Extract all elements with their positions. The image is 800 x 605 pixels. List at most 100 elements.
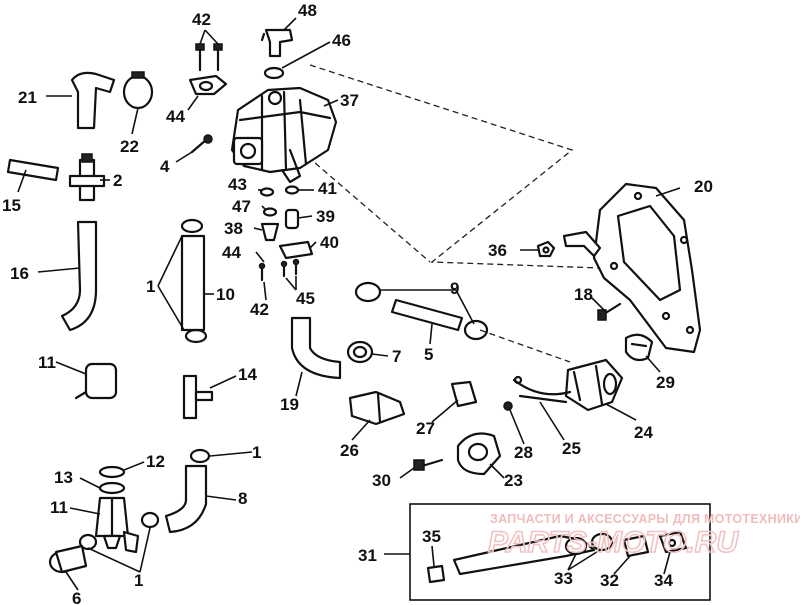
clamp-7 bbox=[346, 340, 374, 364]
jet-38 bbox=[260, 222, 280, 242]
callout-1-bottom: 1 bbox=[134, 571, 143, 590]
callout-36: 36 bbox=[488, 241, 507, 260]
callout-29: 29 bbox=[656, 373, 675, 392]
callout-43: 43 bbox=[228, 175, 247, 194]
gasket-40 bbox=[278, 240, 314, 260]
clamps-9 bbox=[354, 281, 489, 341]
callout-32: 32 bbox=[600, 571, 619, 590]
callout-2: 2 bbox=[113, 171, 122, 190]
callout-21: 21 bbox=[18, 88, 37, 107]
callout-1-mid: 1 bbox=[252, 443, 261, 462]
callout-26: 26 bbox=[340, 441, 359, 460]
wires-25 bbox=[512, 378, 572, 404]
callout-6: 6 bbox=[72, 589, 81, 605]
callout-16: 16 bbox=[10, 264, 29, 283]
callout-10: 10 bbox=[216, 285, 235, 304]
callout-47: 47 bbox=[232, 197, 251, 216]
callout-labels: 42 48 46 37 44 4 21 22 2 15 43 41 47 38 … bbox=[2, 1, 713, 605]
callout-38: 38 bbox=[224, 219, 243, 238]
callout-9: 9 bbox=[450, 279, 459, 298]
callout-42-mid: 42 bbox=[250, 300, 269, 319]
screw-18 bbox=[597, 302, 622, 321]
callout-30: 30 bbox=[372, 471, 391, 490]
inset-box-31 bbox=[409, 503, 711, 601]
gasket-top bbox=[188, 74, 228, 96]
hose-5 bbox=[390, 298, 464, 332]
clamps-1-bottom bbox=[78, 448, 211, 551]
connector-26 bbox=[348, 390, 406, 426]
ring-43 bbox=[259, 187, 275, 197]
hose-16 bbox=[60, 220, 98, 332]
carburetor-body bbox=[230, 86, 338, 184]
callout-23: 23 bbox=[504, 471, 523, 490]
hose-10 bbox=[180, 218, 208, 344]
gasket-plate-20 bbox=[592, 182, 702, 354]
callout-37: 37 bbox=[340, 91, 359, 110]
callout-39: 39 bbox=[316, 207, 335, 226]
watermark-text: ЗАПЧАСТИ И АКСЕССУАРЫ ДЛЯ МОТОТЕХНИКИ bbox=[490, 512, 800, 526]
hose-clamp-22 bbox=[122, 71, 154, 110]
fuel-filter-11 bbox=[74, 362, 118, 400]
elbow-hose-21 bbox=[70, 71, 116, 130]
assembly-dashed-lines bbox=[299, 64, 601, 363]
callout-19: 19 bbox=[280, 395, 299, 414]
cap-6 bbox=[48, 544, 88, 574]
callout-14: 14 bbox=[238, 365, 257, 384]
ring-41 bbox=[284, 185, 300, 195]
fuel-pump-24 bbox=[564, 358, 624, 412]
callout-20: 20 bbox=[694, 177, 713, 196]
elbow-fitting-bottom bbox=[122, 530, 140, 554]
hose-8 bbox=[164, 464, 208, 534]
hose-15 bbox=[6, 158, 60, 182]
o-ring-13 bbox=[98, 481, 126, 495]
inset-fitting-34 bbox=[658, 530, 688, 554]
callout-11-top: 11 bbox=[38, 353, 56, 372]
bracket bbox=[562, 230, 602, 258]
elbow-fitting bbox=[260, 28, 294, 58]
leader-lines bbox=[17, 17, 681, 591]
callout-24: 24 bbox=[634, 423, 653, 442]
callout-5: 5 bbox=[424, 345, 433, 364]
inset-fitting-32 bbox=[622, 534, 650, 558]
callout-33: 33 bbox=[554, 569, 573, 588]
callout-13: 13 bbox=[54, 468, 73, 487]
callout-41: 41 bbox=[318, 179, 337, 198]
tee-fitting-14 bbox=[182, 374, 214, 420]
hose-19 bbox=[290, 316, 342, 380]
terminal-28 bbox=[503, 401, 513, 411]
callout-34: 34 bbox=[654, 571, 673, 590]
o-ring-12 bbox=[98, 465, 126, 479]
gasket-29 bbox=[624, 333, 654, 362]
callout-8: 8 bbox=[238, 489, 247, 508]
callout-4: 4 bbox=[160, 157, 170, 176]
fuel-filter-11b bbox=[94, 496, 130, 550]
callout-27: 27 bbox=[416, 419, 435, 438]
terminal-top bbox=[513, 375, 523, 385]
callout-12: 12 bbox=[146, 452, 165, 471]
watermark: ЗАПЧАСТИ И АКСЕССУАРЫ ДЛЯ МОТОТЕХНИКИ PA… bbox=[487, 512, 800, 560]
inset-hose bbox=[452, 534, 596, 576]
callout-40: 40 bbox=[320, 233, 339, 252]
ring-47 bbox=[262, 207, 278, 217]
callout-15: 15 bbox=[2, 196, 21, 215]
callout-35: 35 bbox=[422, 527, 441, 546]
callout-44-mid: 44 bbox=[222, 243, 241, 262]
callout-18: 18 bbox=[574, 285, 593, 304]
callout-28: 28 bbox=[514, 443, 533, 462]
screw-4 bbox=[190, 134, 213, 154]
callout-46: 46 bbox=[332, 31, 351, 50]
screw-30 bbox=[413, 458, 444, 471]
callout-44-top: 44 bbox=[166, 107, 185, 126]
screws-top bbox=[195, 43, 223, 72]
callout-11-bottom: 11 bbox=[50, 498, 68, 517]
watermark-logo: PARTS-MOTO.RU bbox=[488, 526, 739, 559]
callout-1-left: 1 bbox=[146, 277, 155, 296]
callout-42-top: 42 bbox=[192, 10, 211, 29]
inset-clip-35 bbox=[426, 564, 446, 584]
callout-48: 48 bbox=[298, 1, 317, 20]
tee-fitting-2 bbox=[68, 153, 106, 202]
callout-45: 45 bbox=[296, 289, 315, 308]
callout-22: 22 bbox=[120, 137, 139, 156]
callout-31: 31 bbox=[358, 546, 377, 565]
